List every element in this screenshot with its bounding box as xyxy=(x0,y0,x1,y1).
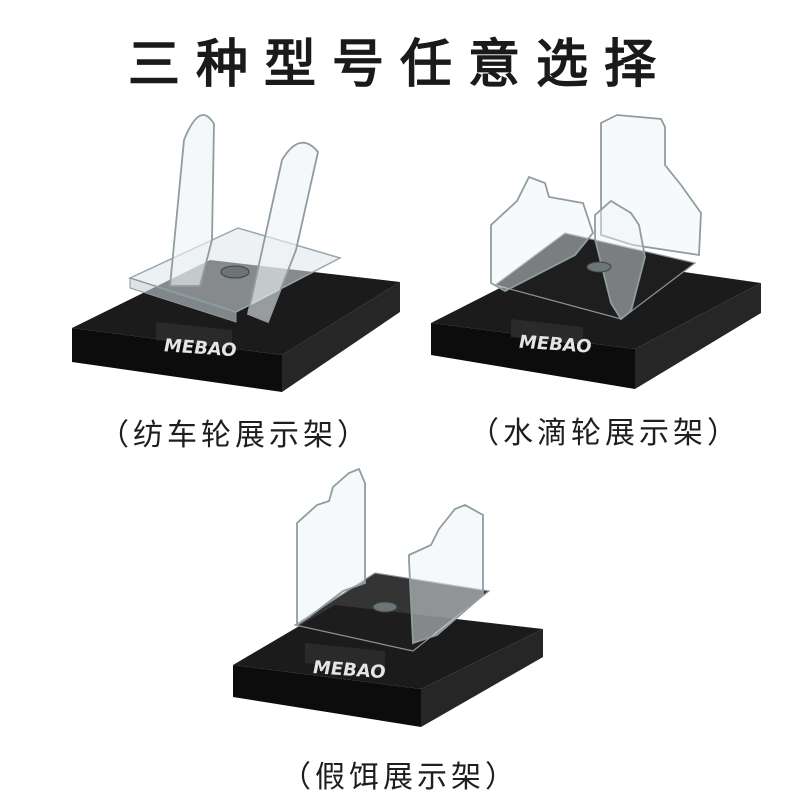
baitcasting-reel-stand-photo: MEBAO xyxy=(425,105,775,395)
page-title: 三种型号任意选择 xyxy=(127,35,672,95)
caption-baitcasting-reel: （水滴轮展示架） xyxy=(469,416,741,451)
brand-logo: MEBAO xyxy=(519,332,592,358)
caption-lure: （假饵展示架） xyxy=(281,760,519,795)
brand-logo: MEBAO xyxy=(164,335,237,361)
lure-stand-photo: MEBAO xyxy=(225,465,555,735)
spinning-reel-stand-photo: MEBAO xyxy=(60,100,420,400)
caption-spinning-reel: （纺车轮展示架） xyxy=(99,418,371,453)
brand-logo: MEBAO xyxy=(313,657,386,683)
